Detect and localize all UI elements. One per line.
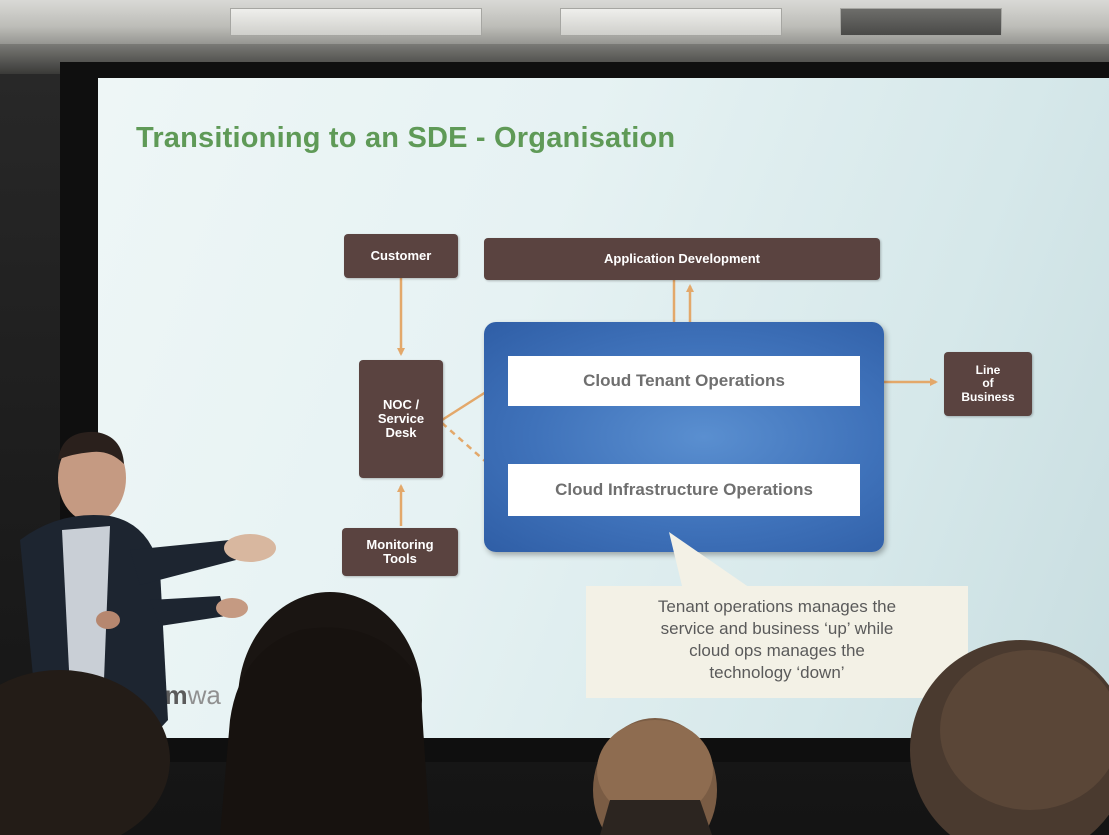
box-application-development: Application Development [484,238,880,280]
noc-line-3: Desk [385,425,417,441]
ceiling-panel [560,8,782,36]
noc-line-1: NOC / [382,396,420,412]
monitoring-line-2: Tools [383,551,417,566]
noc-line-2: Service [377,410,425,426]
ceiling-panel [230,8,482,36]
callout-line-4: technology ‘down’ [709,663,845,682]
box-noc-service-desk: NOC / Service Desk [359,360,443,478]
callout-line-3: cloud ops manages the [689,641,865,660]
vmware-logo: vmwa [150,680,221,711]
callout-note: Tenant operations manages the service an… [586,586,968,698]
box-cloud-tenant-operations: Cloud Tenant Operations [508,356,860,406]
ceiling [0,0,1109,48]
box-line-of-business: Line of Business [944,352,1032,416]
callout-line-2: service and business ‘up’ while [660,619,894,638]
presentation-slide: Transitioning to an SDE - Organisation [98,78,1109,738]
audience-silhouettes [0,592,1109,835]
lob-line-1: Line [975,363,1001,378]
box-monitoring-tools: Monitoring Tools [342,528,458,576]
lob-line-3: Business [961,389,1015,404]
lob-line-2: of [982,376,994,391]
box-application-development-label: Application Development [603,250,761,266]
ceiling-panel [840,8,1002,36]
cloud-tenant-operations-label: Cloud Tenant Operations [583,371,785,390]
box-customer: Customer [344,234,458,278]
slide-title: Transitioning to an SDE - Organisation [136,122,676,154]
box-cloud-infrastructure-operations: Cloud Infrastructure Operations [508,464,860,516]
box-customer-label: Customer [370,247,432,263]
callout-pointer [669,532,753,590]
monitoring-line-1: Monitoring [366,536,434,552]
callout-line-1: Tenant operations manages the [657,597,897,616]
cloud-infrastructure-operations-label: Cloud Infrastructure Operations [555,480,813,499]
vmware-logo-rest: wa [187,680,221,710]
